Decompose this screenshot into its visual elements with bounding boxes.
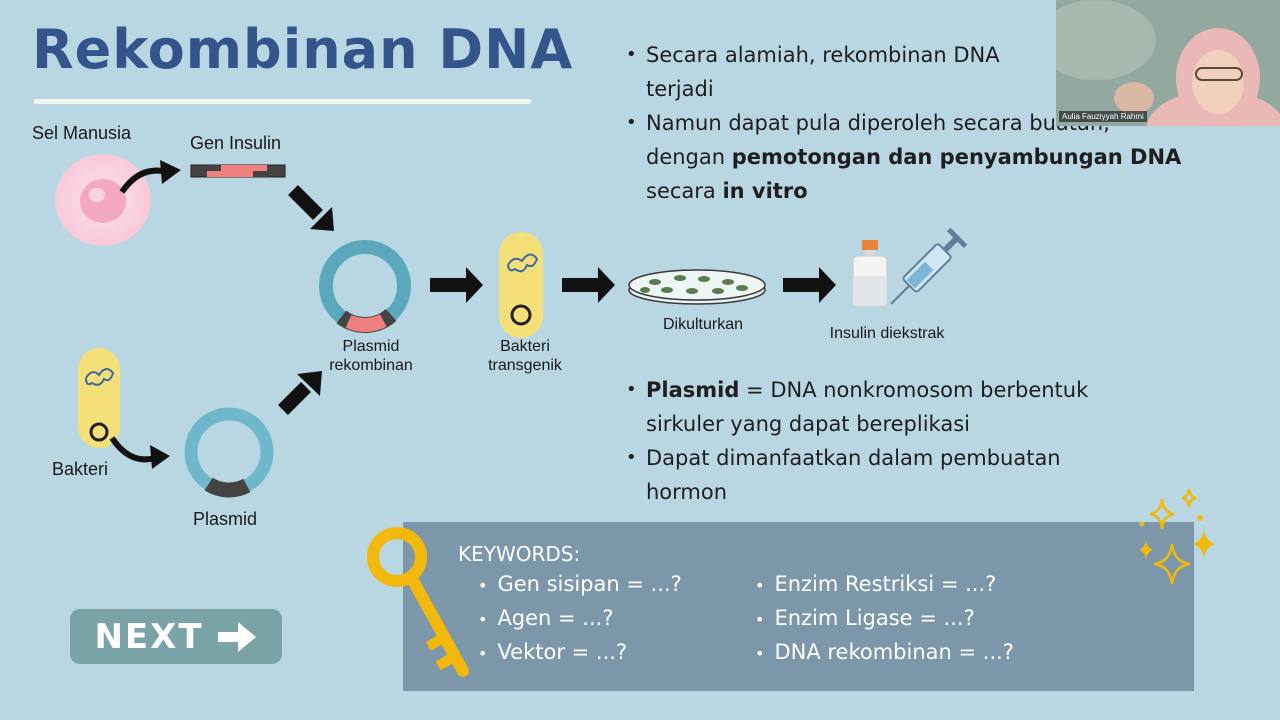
insulin-gene-icon <box>191 165 285 177</box>
arrow-up-right-icon <box>283 371 322 410</box>
plasmid-icon <box>178 401 281 504</box>
transgenic-bacterium-icon <box>499 232 543 338</box>
bullet-text: hormon <box>646 480 727 504</box>
bullet-dot-icon: • <box>626 38 637 72</box>
bullet-dot-icon: • <box>626 441 637 475</box>
keywords-right-list: • Enzim Restriksi = ...? • Enzim Ligase = .… <box>755 572 1014 674</box>
keyword-item: • Enzim Ligase = ...? <box>755 606 1014 640</box>
keyword-item: • Gen sisipan = ...? <box>478 572 682 606</box>
keyword-item: • DNA rekombinan = ...? <box>755 640 1014 674</box>
bullet-text: in vitro <box>722 179 807 203</box>
bullet-continuation: secara in vitro <box>646 174 1246 208</box>
bullet-text: pemotongan dan penyambungan DNA <box>732 145 1182 169</box>
bacterium-icon <box>78 348 120 448</box>
bullet-dot-icon: • <box>478 610 487 629</box>
arrowhead-icon <box>150 445 170 469</box>
label-gen-insulin: Gen Insulin <box>190 133 281 154</box>
keyword-item: • Enzim Restriksi = ...? <box>755 572 1014 606</box>
arrow-right-icon <box>562 267 615 303</box>
keyword-item: • Vektor = ...? <box>478 640 682 674</box>
bullet-continuation: dengan pemotongan dan penyambungan DNA <box>646 140 1246 174</box>
webcam-video: Aulia Fauziyyah Rahmi <box>1056 0 1280 126</box>
arrow-down-right-icon <box>293 190 334 231</box>
label-sel-manusia: Sel Manusia <box>32 123 131 144</box>
bullet-dot-icon: • <box>755 576 764 595</box>
bullet-text: Dapat dimanfaatkan dalam pembuatan <box>646 446 1061 470</box>
label-bakteri-transgenik: Bakteri transgenik <box>475 337 575 375</box>
bullet-text: dengan <box>646 145 732 169</box>
keyword-text: Enzim Restriksi = ...? <box>774 572 996 596</box>
recombinant-plasmid-icon <box>310 231 420 341</box>
keywords-left-list: • Gen sisipan = ...? • Agen = ...? • Vektor =… <box>478 572 682 674</box>
label-plasmid: Plasmid <box>193 509 257 530</box>
arrow-right-icon <box>783 267 836 303</box>
keyword-item: • Agen = ...? <box>478 606 682 640</box>
arrow-icon <box>112 438 155 459</box>
keyword-text: Gen sisipan = ...? <box>497 572 681 596</box>
keyword-text: Vektor = ...? <box>497 640 627 664</box>
bullet-dot-icon: • <box>755 610 764 629</box>
keyword-text: Enzim Ligase = ...? <box>774 606 974 630</box>
keyword-text: Agen = ...? <box>497 606 613 630</box>
bullet-dot-icon: • <box>478 644 487 663</box>
label-insulin-diekstrak: Insulin diekstrak <box>817 324 957 343</box>
bullet-text: = DNA nonkromosom berbentuk <box>739 378 1088 402</box>
bullet-dot-icon: • <box>478 576 487 595</box>
keyword-text: DNA rekombinan = ...? <box>774 640 1014 664</box>
arrow-right-icon <box>430 267 483 303</box>
syringe-icon <box>883 228 968 313</box>
bullet-text: Secara alamiah, rekombinan DNA <box>646 43 1000 67</box>
sparkles-icon <box>1132 484 1222 594</box>
bullet-dot-icon: • <box>755 644 764 663</box>
bullet-text: Plasmid <box>646 378 739 402</box>
bullet-text: Namun dapat pula diperoleh secara buatan… <box>646 111 1110 135</box>
label-bakteri: Bakteri <box>52 459 108 480</box>
bullet-dot-icon: • <box>626 373 637 407</box>
next-button-label: NEXT <box>94 617 203 657</box>
presenter-video-icon <box>1056 0 1280 126</box>
bullet-text: sirkuler yang dapat bereplikasi <box>646 412 970 436</box>
bullet-continuation: sirkuler yang dapat bereplikasi <box>646 407 1246 441</box>
next-button[interactable]: NEXT <box>70 609 282 664</box>
bullet-dot-icon: • <box>626 106 637 140</box>
label-plasmid-rekombinan: Plasmid rekombinan <box>316 337 426 375</box>
arrowhead-icon <box>160 160 181 184</box>
insulin-vial-icon <box>853 240 887 306</box>
bullet-text: secara <box>646 179 722 203</box>
human-cell-icon <box>55 154 151 246</box>
petri-dish-icon <box>629 270 765 304</box>
label-dikulturkan: Dikulturkan <box>643 315 763 334</box>
bullet-item: •Plasmid = DNA nonkromosom berbentuk <box>646 373 1246 407</box>
bullet-text: terjadi <box>646 77 714 101</box>
keywords-heading: KEYWORDS: <box>458 542 580 566</box>
bullet-item: •Dapat dimanfaatkan dalam pembuatan <box>646 441 1246 475</box>
arrow-right-icon <box>218 622 258 652</box>
webcam-name-label: Aulia Fauziyyah Rahmi <box>1059 111 1147 122</box>
